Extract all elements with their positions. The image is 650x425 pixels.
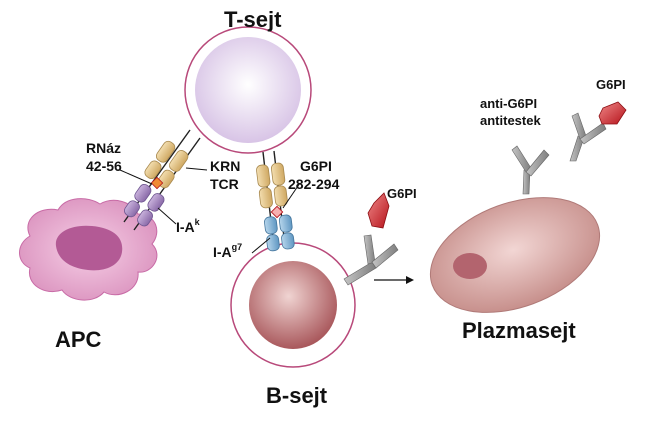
apc-nucleus [55, 225, 123, 271]
t-cell [184, 26, 312, 154]
antibodies-label-line2: antitestek [480, 113, 541, 128]
g6pi-peptide-icon [270, 205, 284, 219]
g6pi-antigen-icon [367, 192, 390, 229]
g6pi-free-antigen-icon [598, 101, 627, 125]
g6pi-bcr-label: G6PI [387, 186, 417, 201]
plasma-cell [429, 197, 601, 313]
iag7-label: I-Ag7 [213, 242, 243, 260]
bcr-antibody-icon [343, 234, 399, 286]
t-cell-label: T-sejt [224, 7, 282, 32]
krn-tcr-b-complex [256, 150, 295, 252]
g6pi-free-label: G6PI [596, 77, 626, 92]
differentiation-arrow [374, 276, 414, 284]
secreted-antibody-icon-1 [511, 145, 550, 195]
leader-lines [119, 167, 301, 254]
b-cell [230, 242, 356, 368]
plasma-cell-label: Plazmasejt [462, 318, 576, 343]
iak-label: I-Ak [176, 217, 200, 235]
krn-tcr-apc-complex [123, 129, 201, 231]
antibodies-label-line1: anti-G6PI [480, 96, 538, 111]
rnase-peptide-icon [150, 176, 164, 190]
b-cell-label: B-sejt [266, 383, 328, 408]
plasma-nucleus [453, 253, 487, 279]
krn-tcr-label-line2: TCR [210, 176, 239, 192]
apc-label: APC [55, 327, 102, 352]
apc-cell [19, 198, 158, 301]
rnase-label-line2: 42-56 [86, 158, 122, 174]
rnase-label-line1: RNáz [86, 140, 122, 156]
g6pi-peptide-label-line1: G6PI [300, 158, 332, 174]
secreted-antibody-icon-2 [569, 112, 607, 162]
krn-tcr-label-line1: KRN [210, 158, 241, 174]
g6pi-peptide-label-line2: 282-294 [288, 176, 340, 192]
